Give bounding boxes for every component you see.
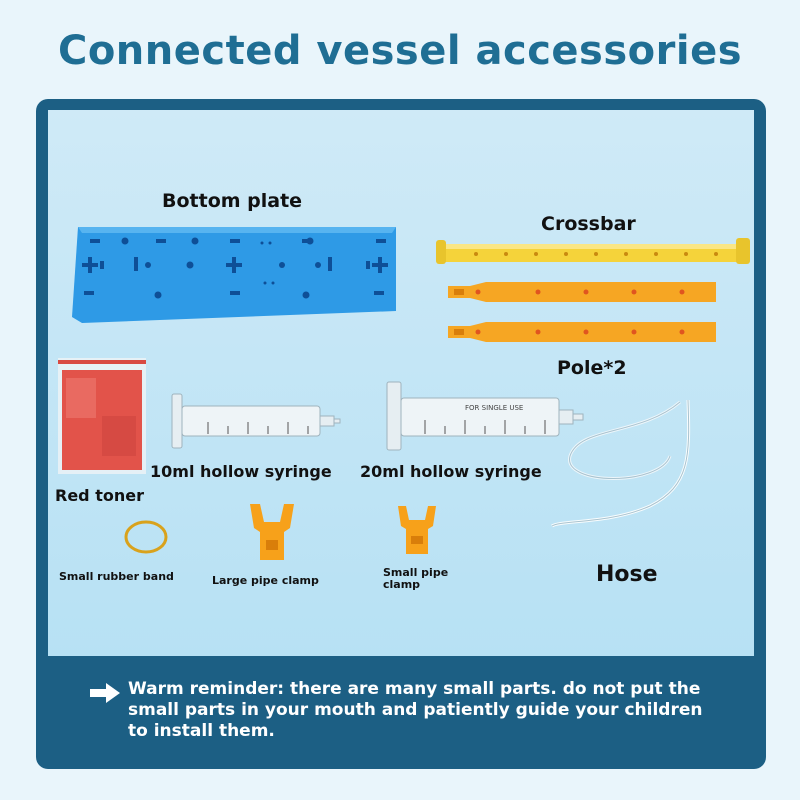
label-large-pipe-clamp: Large pipe clamp [212,574,319,587]
crossbar-image [436,238,750,264]
label-hose: Hose [596,562,658,587]
red-toner-image [58,358,146,474]
label-red-toner: Red toner [55,486,144,505]
large-pipe-clamp-image [250,504,294,560]
small-pipe-clamp-image [398,506,436,554]
pole-image-1 [448,282,716,302]
page-title: Connected vessel accessories [57,28,743,74]
label-rubber-band: Small rubber band [59,570,174,583]
rubber-band-image [124,520,168,554]
syringe-20ml-print: FOR SINGLE USE [465,404,523,412]
label-bottom-plate: Bottom plate [162,190,303,212]
pole-image-2 [448,322,716,342]
label-syringe-20ml: 20ml hollow syringe [360,462,542,481]
label-small-pipe-clamp-line2: clamp [383,578,421,591]
syringe-10ml-image [171,393,341,449]
syringe-20ml-image: FOR SINGLE USE [386,381,584,451]
label-small-pipe-clamp-line1: Small pipe [383,566,449,579]
label-syringe-10ml: 10ml hollow syringe [150,462,332,481]
hose-image [551,399,691,528]
warm-reminder-text: Warm reminder: there are many small part… [128,679,703,741]
label-crossbar: Crossbar [541,213,636,235]
arrow-right-icon [90,683,120,703]
bottom-plate-image [72,227,396,323]
label-pole: Pole*2 [557,357,627,379]
